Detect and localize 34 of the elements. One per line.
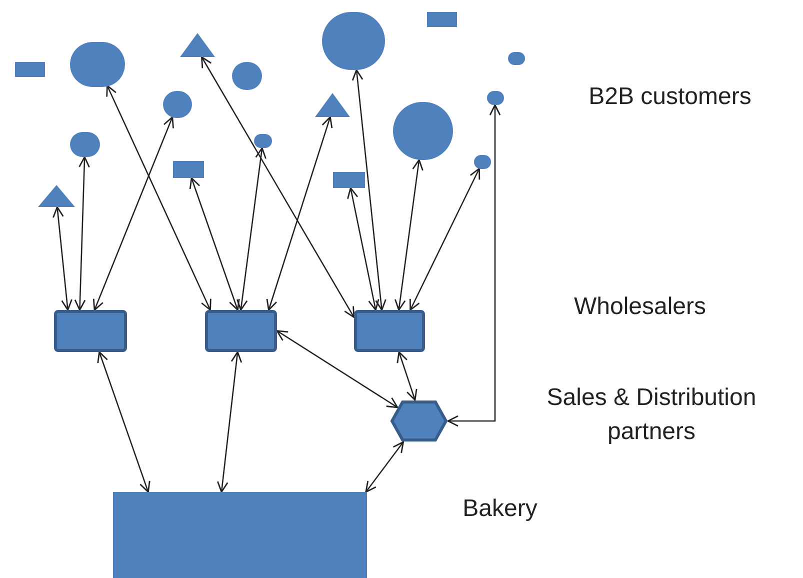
- double-arrow: [447, 104, 501, 427]
- hexagon: [390, 400, 448, 442]
- group-label: Bakery: [462, 495, 538, 522]
- double-arrow: [347, 187, 380, 311]
- rectangle: [205, 310, 277, 352]
- group-label: B2B customers: [588, 83, 752, 110]
- double-arrow: [394, 159, 424, 311]
- group-label: Sales & Distribution partners: [546, 384, 756, 445]
- small-rectangle: [333, 172, 365, 188]
- double-arrow: [410, 168, 480, 311]
- double-arrow: [97, 351, 150, 493]
- double-arrow: [52, 206, 72, 311]
- triangle: [315, 93, 350, 117]
- double-arrow: [352, 69, 386, 311]
- double-arrow: [276, 330, 398, 408]
- double-arrow: [365, 441, 404, 493]
- rectangle: [54, 310, 127, 352]
- double-arrow: [266, 116, 333, 311]
- small-rectangle: [173, 161, 204, 178]
- double-arrow: [92, 116, 174, 311]
- small-rectangle: [15, 62, 45, 77]
- double-arrow: [396, 351, 418, 401]
- rectangle: [354, 310, 425, 352]
- double-arrow: [189, 177, 240, 311]
- large-rectangle: [113, 492, 367, 578]
- small-rectangle: [427, 12, 457, 27]
- double-arrow: [106, 84, 212, 311]
- triangle: [38, 185, 75, 207]
- double-arrow: [236, 147, 266, 311]
- triangle: [180, 33, 215, 57]
- group-label: Wholesalers: [574, 293, 706, 320]
- double-arrow: [216, 351, 242, 493]
- double-arrow: [201, 56, 355, 318]
- double-arrow: [74, 156, 90, 311]
